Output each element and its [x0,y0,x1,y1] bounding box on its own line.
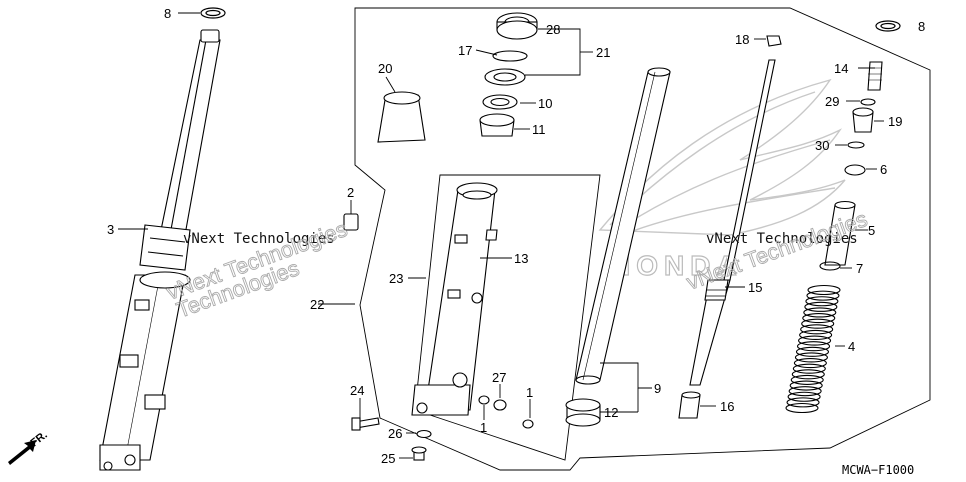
callout-4: 4 [848,339,855,354]
part-4-spring [785,284,841,414]
callout-20: 20 [378,61,392,76]
callout-8-right: 8 [918,19,925,34]
left-fork-assembly [99,29,221,471]
callout-numbers: 8 8 3 2 20 17 28 21 10 11 18 14 29 19 30… [107,6,925,466]
callout-26: 26 [388,426,402,441]
callout-8-left: 8 [164,6,171,21]
part-12-bushing [565,398,601,427]
callout-12: 12 [604,405,618,420]
spring-coil [802,313,836,324]
callout-17: 17 [458,43,472,58]
callout-14: 14 [834,61,848,76]
spring-coil [803,307,837,318]
assembly-frame [354,7,931,471]
spring-coil [800,324,834,335]
callout-3: 3 [107,222,114,237]
diagram-code: MCWA−F1000 [842,463,914,477]
callout-9: 9 [654,381,661,396]
part-7-washer [819,261,841,271]
part-20-cover [377,91,426,143]
spring-coil [787,391,821,402]
part-16-piece [678,391,701,419]
callout-24: 24 [350,383,364,398]
callout-30: 30 [815,138,829,153]
spring-coil [798,335,832,346]
spring-coil [795,346,830,357]
spring-coil [801,318,835,329]
watermark-text-right: vNext Technologies [706,231,858,247]
spring-coil [790,374,824,385]
snap-ring-right [875,20,901,32]
callout-19: 19 [888,114,902,129]
spring-coil [785,402,819,414]
small-hardware [351,395,534,461]
spring-coil [794,352,828,363]
spring-coil [789,380,823,391]
part-15-damper-rod [689,59,776,386]
spring-coil [806,290,840,301]
callout-6: 6 [880,162,887,177]
snap-ring-left [200,7,226,19]
spring-coil [793,357,827,369]
spring-coil [792,363,826,374]
callout-29: 29 [825,94,839,109]
watermark-text-left: vNext Technologies [183,231,335,247]
spring-coil [807,284,841,296]
top-cap-stack [844,61,883,176]
spring-coil [799,329,833,341]
spring-coil [805,296,839,307]
spring-coil [786,397,820,408]
leader-lines [118,12,884,459]
callout-1-left: 1 [480,420,487,435]
callout-18: 18 [735,32,749,47]
callout-23: 23 [389,271,403,286]
callout-16: 16 [720,399,734,414]
part-18-nut [766,35,782,47]
callout-10: 10 [538,96,552,111]
callout-13: 13 [514,251,528,266]
part-9-inner-tube [575,67,671,385]
watermark-brand: HONDA [610,250,743,281]
callout-22: 22 [310,297,324,312]
callout-21: 21 [596,45,610,60]
callout-27: 27 [492,370,506,385]
front-direction-arrow: FR. [8,429,50,465]
callout-25: 25 [381,451,395,466]
spring-coil [796,341,831,352]
callout-2: 2 [347,185,354,200]
callout-15: 15 [748,280,762,295]
top-seal-stack [479,12,538,137]
spring-coil [804,301,838,312]
callout-28: 28 [546,22,560,37]
spring-coil [788,386,822,397]
part-5-spacer [824,200,856,266]
callout-1-right: 1 [526,385,533,400]
spring-coil [791,369,825,380]
callout-5: 5 [868,223,875,238]
callout-7: 7 [856,261,863,276]
part-23-slider [411,182,498,416]
callout-11: 11 [532,122,546,137]
